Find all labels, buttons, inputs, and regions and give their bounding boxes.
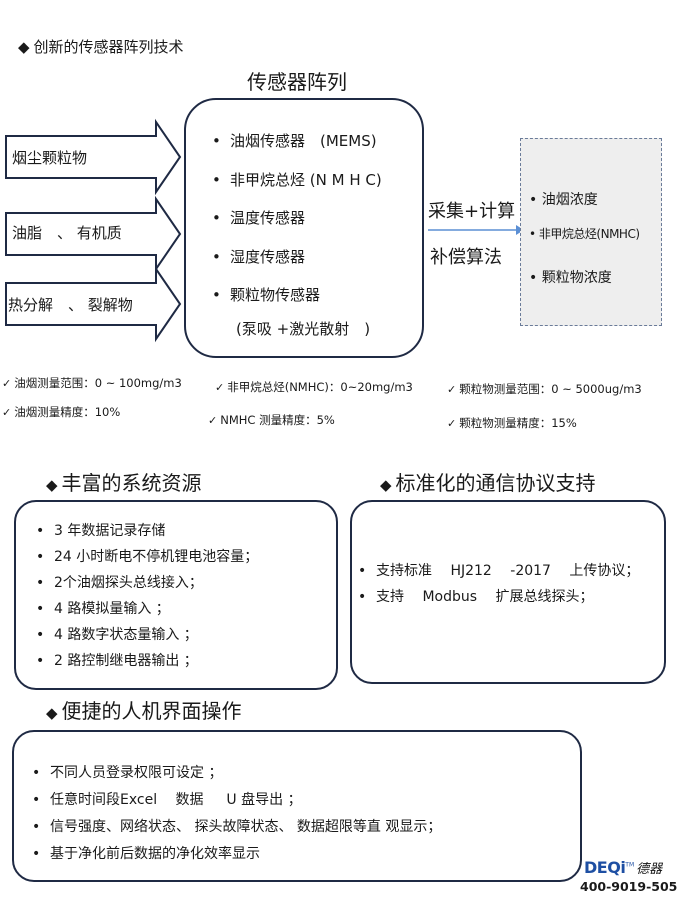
check-icon: ✓ — [447, 383, 457, 396]
list-item: 24 小时断电不停机锂电池容量； — [36, 544, 336, 570]
diamond-bullet-icon: ◆ — [46, 476, 58, 494]
intro-heading: ◆创新的传感器阵列技术 — [18, 38, 184, 56]
process-arrow-icon — [428, 225, 524, 235]
spec-item: ✓油烟测量精度：10% — [2, 405, 121, 419]
list-item: 不同人员登录权限可设定 ； — [32, 760, 580, 787]
input-arrow-icon — [5, 265, 182, 343]
diamond-bullet-icon: ◆ — [380, 476, 392, 494]
list-item: 基于净化前后数据的净化效率显示 — [32, 841, 580, 868]
output-item: • 非甲烷总烃(NMHC) — [529, 227, 640, 241]
spec-item: ✓NMHC 测量精度：5% — [208, 413, 335, 427]
sensor-array-box: 油烟传感器 (MEMS) 非甲烷总烃 (N M H C) 温度传感器 湿度传感器… — [184, 98, 424, 358]
input-label: 热分解 、 裂解物 — [8, 296, 133, 314]
diamond-bullet-icon: ◆ — [46, 704, 58, 722]
list-item: 2 路控制继电器输出 ； — [36, 648, 336, 674]
output-item: • 颗粒物浓度 — [529, 270, 612, 286]
check-icon: ✓ — [447, 417, 457, 430]
list-item: 信号强度、网络状态、 探头故障状态、 数据超限等直 观显示； — [32, 814, 580, 841]
resources-title: ◆丰富的系统资源 — [46, 471, 202, 495]
list-item: 支持 Modbus 扩展总线探头； — [358, 584, 664, 610]
spec-item: ✓油烟测量范围：0 ~ 100mg/m3 — [2, 376, 182, 390]
hmi-box: 不同人员登录权限可设定 ； 任意时间段Excel 数据 U 盘导出 ； 信号强度… — [12, 730, 582, 882]
sensor-note: (泵吸 +激光散射 ) — [236, 320, 371, 338]
check-icon: ✓ — [208, 414, 218, 427]
check-icon: ✓ — [2, 377, 12, 390]
output-item: • 油烟浓度 — [529, 192, 598, 208]
list-item: 4 路数字状态量输入 ； — [36, 622, 336, 648]
spec-item: ✓非甲烷总烃(NMHC)：0~20mg/m3 — [215, 380, 413, 394]
protocol-list: 支持标准 HJ212 -2017 上传协议； 支持 Modbus 扩展总线探头； — [352, 502, 664, 610]
resources-box: 3 年数据记录存储 24 小时断电不停机锂电池容量； 2个油烟探头总线接入； 4… — [14, 500, 338, 690]
list-item: 颗粒物传感器 — [212, 276, 422, 315]
list-item: 3 年数据记录存储 — [36, 518, 336, 544]
list-item: 湿度传感器 — [212, 238, 422, 277]
spec-item: ✓颗粒物测量范围：0 ~ 5000ug/m3 — [447, 382, 642, 396]
hmi-list: 不同人员登录权限可设定 ； 任意时间段Excel 数据 U 盘导出 ； 信号强度… — [14, 732, 580, 868]
check-icon: ✓ — [2, 406, 12, 419]
brand-phone: 400-9019-505 — [580, 879, 677, 894]
list-item: 油烟传感器 (MEMS) — [212, 122, 422, 161]
sensor-array-title: 传感器阵列 — [247, 70, 347, 94]
protocol-box: 支持标准 HJ212 -2017 上传协议； 支持 Modbus 扩展总线探头； — [350, 500, 666, 684]
sensor-list: 油烟传感器 (MEMS) 非甲烷总烃 (N M H C) 温度传感器 湿度传感器… — [186, 100, 422, 315]
output-box: • 油烟浓度 • 非甲烷总烃(NMHC) • 颗粒物浓度 — [520, 138, 662, 326]
input-arrow-icon — [5, 118, 182, 196]
process-label-calc: 采集+计算 — [428, 201, 516, 222]
protocol-title: ◆标准化的通信协议支持 — [380, 471, 596, 495]
list-item: 任意时间段Excel 数据 U 盘导出 ； — [32, 787, 580, 814]
input-arrow-icon — [5, 195, 182, 273]
list-item: 4 路模拟量输入 ； — [36, 596, 336, 622]
input-label: 油脂 、 有机质 — [12, 224, 122, 242]
list-item: 支持标准 HJ212 -2017 上传协议； — [358, 558, 664, 584]
process-label-algorithm: 补偿算法 — [430, 247, 502, 268]
list-item: 温度传感器 — [212, 199, 422, 238]
resources-list: 3 年数据记录存储 24 小时断电不停机锂电池容量； 2个油烟探头总线接入； 4… — [16, 502, 336, 674]
spec-item: ✓颗粒物测量精度：15% — [447, 416, 577, 430]
hmi-title: ◆便捷的人机界面操作 — [46, 699, 242, 723]
check-icon: ✓ — [215, 381, 225, 394]
diamond-bullet-icon: ◆ — [18, 38, 30, 56]
input-label: 烟尘颗粒物 — [12, 149, 88, 167]
list-item: 非甲烷总烃 (N M H C) — [212, 161, 422, 200]
list-item: 2个油烟探头总线接入； — [36, 570, 336, 596]
